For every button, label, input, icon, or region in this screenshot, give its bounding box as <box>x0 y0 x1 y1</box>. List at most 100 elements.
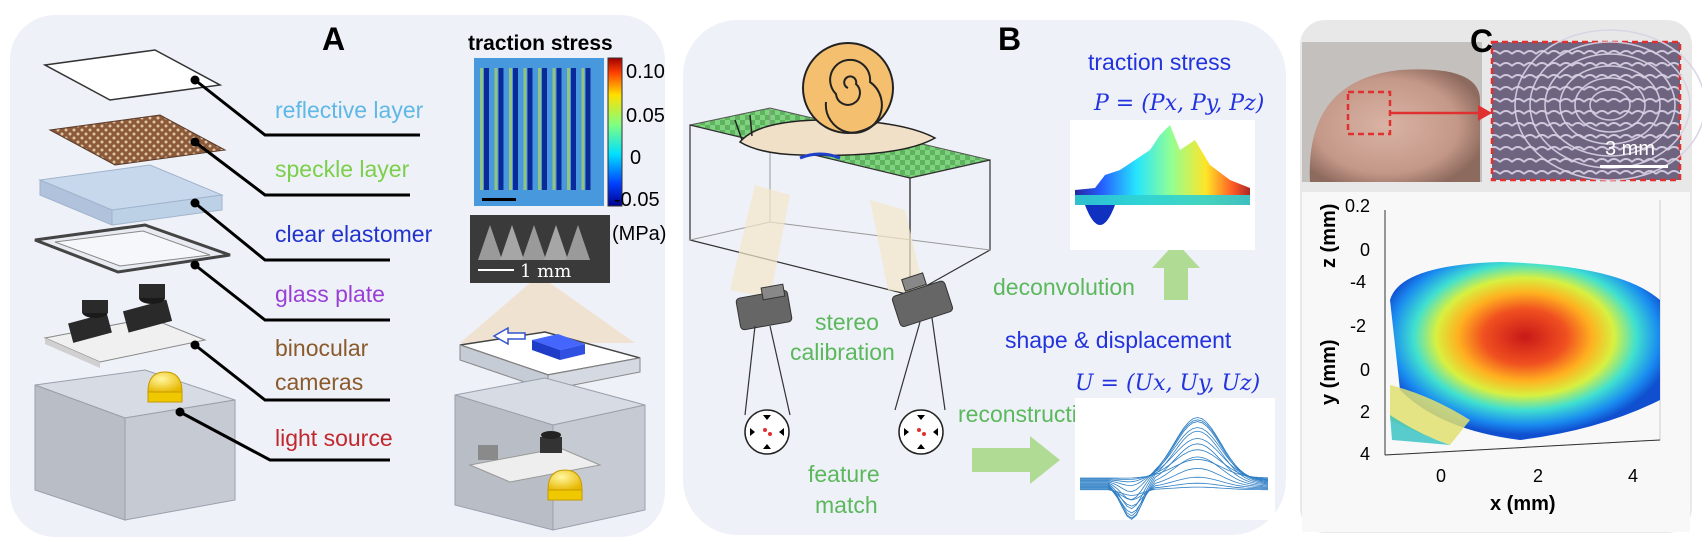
stereo-camera-left <box>735 283 793 331</box>
mesh-line <box>1080 417 1269 501</box>
y-tick-2: 2 <box>1360 402 1370 422</box>
label-speckle-layer: speckle layer <box>275 156 410 182</box>
y-tick-neg2: -2 <box>1350 316 1366 336</box>
feature-label: feature <box>808 461 880 487</box>
mesh-line <box>1080 430 1269 517</box>
traction-stress-title: traction stress <box>1088 49 1231 75</box>
colorbar: 0.10 0.05 0 -0.05 <box>607 57 665 211</box>
mesh-line <box>1080 437 1269 483</box>
mesh-line <box>1080 427 1269 487</box>
heatmap-stripe <box>571 68 576 190</box>
label-cameras: cameras <box>275 369 363 395</box>
label-binocular: binocular <box>275 335 369 361</box>
z-tick-0: 0 <box>1360 240 1370 260</box>
deconvolution-label: deconvolution <box>993 274 1135 300</box>
z-tick-0-2: 0.2 <box>1345 196 1370 216</box>
heatmap-stripe-highlight <box>552 68 556 190</box>
feature-circle-right <box>898 409 944 455</box>
heatmap-scalebar <box>482 198 516 201</box>
heatmap-stripe-highlight <box>581 68 585 190</box>
equation-u: U = (Ux, Uy, Uz) <box>1075 371 1260 396</box>
shape-displacement-title: shape & displacement <box>1005 327 1232 353</box>
indenter-block <box>532 334 585 360</box>
light-box-side <box>124 399 236 521</box>
heatmap-stripe <box>484 68 489 190</box>
x-axis-label: x (mm) <box>1490 493 1556 515</box>
calibration-label: calibration <box>790 339 895 365</box>
stress-surface-plot <box>1070 120 1255 250</box>
heatmap-stripe <box>556 68 562 190</box>
speckle-layer-sheet <box>48 114 227 166</box>
assembled-sensor <box>454 283 646 531</box>
label-glass-plate: glass plate <box>275 281 385 307</box>
displacement-mesh-plot <box>1075 398 1275 520</box>
reflective-layer-sheet <box>42 49 223 101</box>
deconvolution-arrow <box>1152 242 1200 300</box>
panel-a: A <box>10 15 666 537</box>
x-tick-0: 0 <box>1436 466 1446 486</box>
panel-c-letter: C <box>1470 23 1493 59</box>
panel-b-letter: B <box>998 21 1021 57</box>
traction-stress-heatmap <box>474 58 604 206</box>
panel-a-letter: A <box>322 21 345 57</box>
label-reflective-layer: reflective layer <box>275 97 424 123</box>
panel-c: 3 mm C 0.2 0 -4 -2 0 2 4 0 2 4 x (mm) z … <box>1300 20 1702 533</box>
match-label: match <box>815 492 878 518</box>
sem-scalebar-label: 1 mm <box>520 261 571 282</box>
stereo-label: stereo <box>815 309 879 335</box>
camera-view-lines <box>744 317 946 416</box>
fingerprint-zoom: 3 mm <box>1490 29 1702 182</box>
y-tick-0: 0 <box>1360 360 1370 380</box>
layer-leader-lines <box>175 75 420 462</box>
camera-base-front <box>45 338 100 368</box>
heatmap-stripe-highlight <box>567 68 570 190</box>
panel-b: B <box>683 20 1286 535</box>
z-axis-label: z (mm) <box>1318 204 1340 268</box>
heatmap-stripe-highlight <box>509 68 512 190</box>
heatmap-stripe <box>513 68 518 190</box>
mesh-line <box>1080 486 1268 496</box>
label-light-source: light source <box>275 425 393 451</box>
snail-body <box>738 119 937 157</box>
heatmap-stripe-highlight <box>523 68 527 190</box>
stereo-camera-right <box>891 272 954 328</box>
layer-labels: reflective layer speckle layer clear ela… <box>275 97 433 451</box>
colorbar-tick-min: -0.05 <box>614 189 660 211</box>
sem-micrograph: 1 mm <box>470 215 610 283</box>
fingertip-photo <box>1302 42 1492 182</box>
heatmap-stripe <box>542 68 547 190</box>
mesh-line <box>1080 458 1269 479</box>
binocular-camera-right <box>122 284 173 333</box>
snail-on-sensor-box <box>689 42 991 298</box>
light-source-bulb <box>147 371 183 403</box>
fingerprint-scalebar-label: 3 mm <box>1605 138 1655 160</box>
finger-surface-plot: 0.2 0 -4 -2 0 2 4 0 2 4 x (mm) z (mm) y … <box>1302 192 1690 532</box>
fingerprint-scalebar <box>1600 165 1668 168</box>
label-clear-elastomer: clear elastomer <box>275 221 433 247</box>
heatmap-stripe-highlight <box>480 68 483 190</box>
reconstruction-arrow <box>972 436 1060 484</box>
mesh-line <box>1080 443 1269 520</box>
colorbar-tick-mid-high: 0.05 <box>626 105 665 127</box>
z-tick-neg4: -4 <box>1350 272 1366 292</box>
feature-circle-left <box>744 409 790 455</box>
colorbar-tick-max: 0.10 <box>626 61 665 83</box>
assembled-light-bulb <box>547 469 583 501</box>
slide-direction-arrow <box>492 326 526 346</box>
heatmap-stripe <box>498 68 504 190</box>
heatmap-title: traction stress <box>468 32 613 55</box>
x-tick-2: 2 <box>1533 466 1543 486</box>
glass-plate-inner <box>54 230 211 267</box>
colorbar-unit: (MPa) <box>612 223 666 245</box>
equation-p: P = (Px, Py, Pz) <box>1093 91 1264 116</box>
y-tick-4: 4 <box>1360 444 1370 464</box>
mesh-line <box>1080 421 1269 510</box>
heatmap-stripe-highlight <box>494 68 498 190</box>
exploded-sensor-stack <box>34 49 236 521</box>
colorbar-tick-zero: 0 <box>630 147 641 169</box>
heatmap-stripe <box>527 68 533 190</box>
heatmap-stripe <box>585 68 591 190</box>
y-axis-label: y (mm) <box>1318 339 1340 405</box>
x-tick-4: 4 <box>1628 466 1638 486</box>
